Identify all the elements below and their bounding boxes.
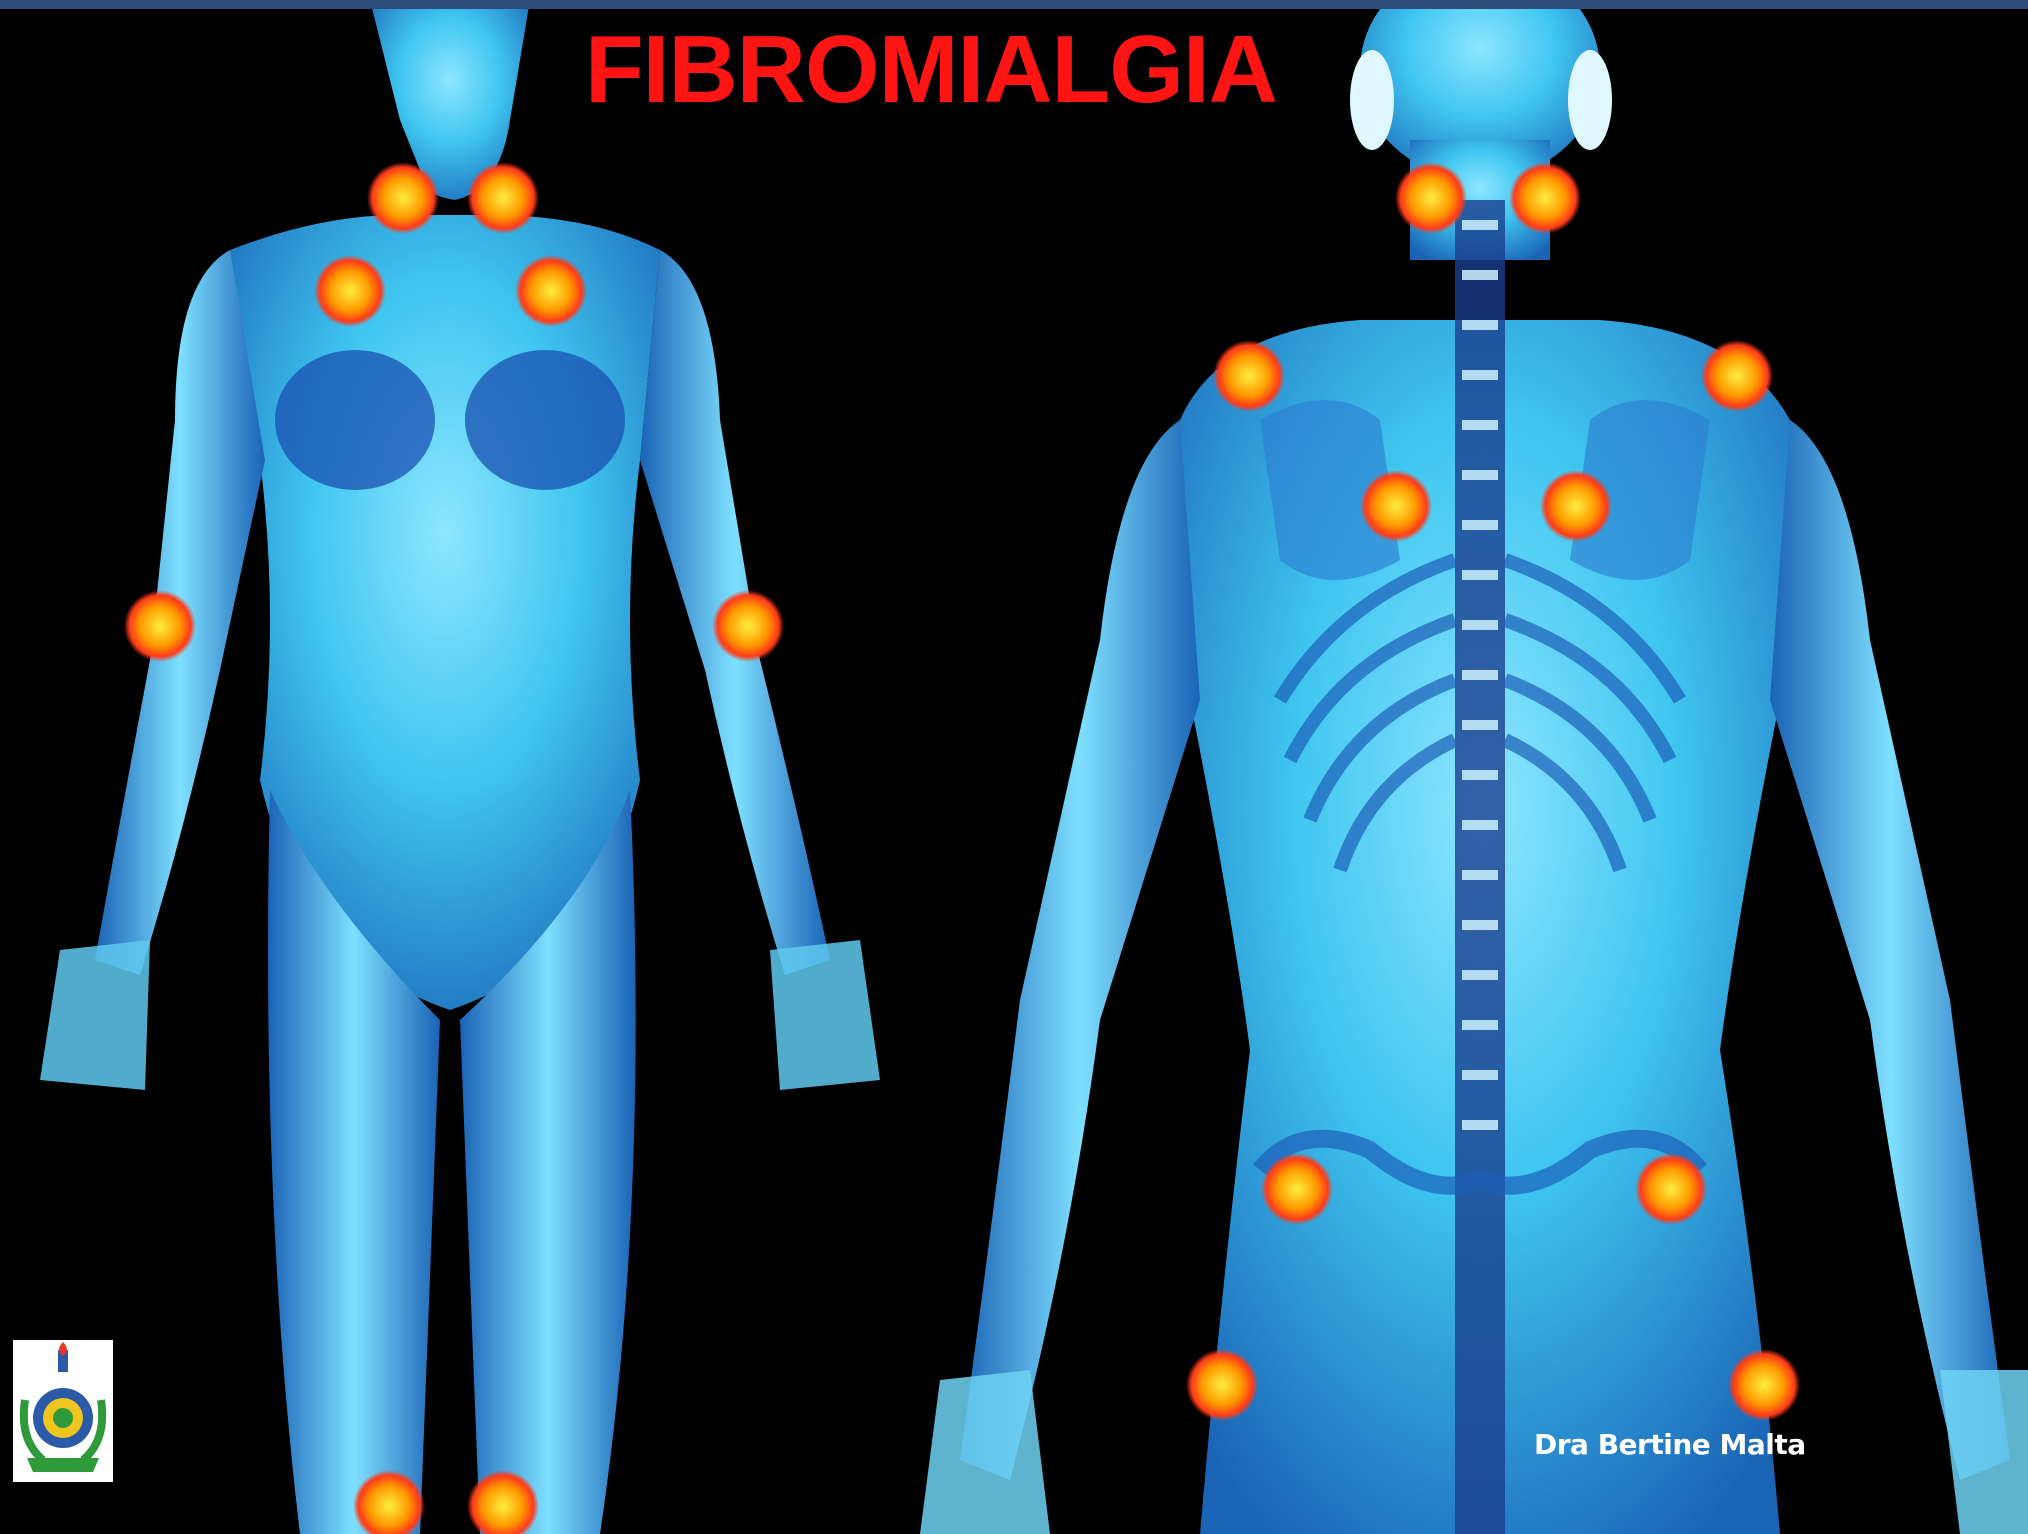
tender-point-icon: [124, 590, 196, 662]
top-bar: [0, 0, 2028, 9]
tender-point-icon: [1261, 1153, 1333, 1225]
tender-point-icon: [1701, 340, 1773, 412]
tender-point-icon: [712, 590, 784, 662]
slide-title: FIBROMIALGIA: [585, 10, 1277, 130]
back-figure: [920, 0, 2028, 1534]
tender-point-icon: [367, 162, 439, 234]
front-figure: [40, 0, 880, 1534]
author-credit: Dra Bertine Malta: [1534, 1428, 1806, 1461]
tender-point-icon: [1728, 1349, 1800, 1421]
tender-point-icon: [1360, 470, 1432, 542]
tender-point-icon: [1540, 470, 1612, 542]
tender-point-icon: [467, 162, 539, 234]
tender-point-icon: [1395, 162, 1467, 234]
tender-point-icon: [515, 255, 587, 327]
tender-point-icon: [1186, 1349, 1258, 1421]
university-logo: [13, 1340, 113, 1482]
tender-point-icon: [1509, 162, 1581, 234]
tender-point-icon: [1213, 340, 1285, 412]
tender-point-icon: [1635, 1153, 1707, 1225]
university-crest-icon: [13, 1340, 113, 1482]
tender-point-icon: [314, 255, 386, 327]
